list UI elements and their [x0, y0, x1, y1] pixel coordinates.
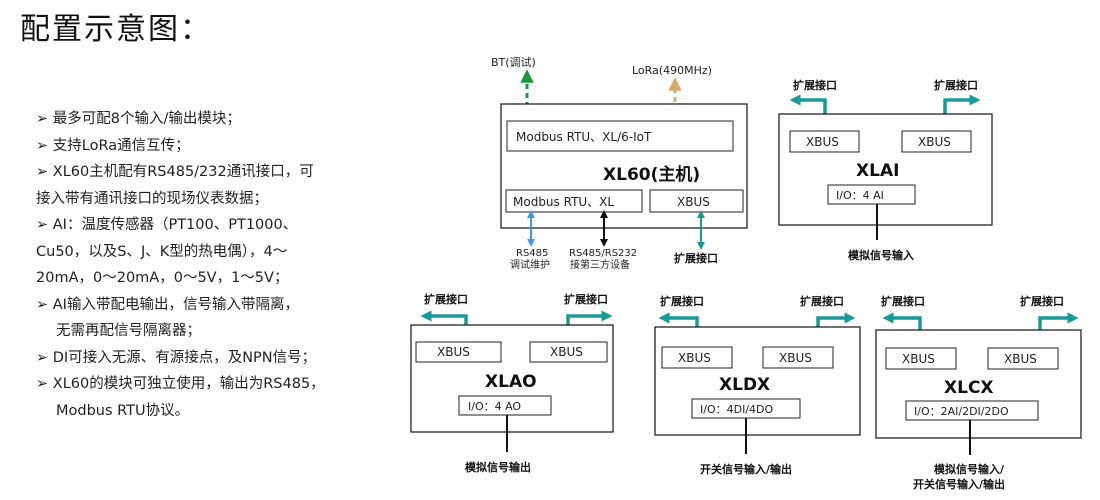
xbus-left-label: XBUS — [806, 135, 839, 149]
io-box — [905, 400, 1039, 421]
io-label: I/O：4 AI — [836, 189, 884, 202]
output-label: 模拟信号输入 — [848, 248, 914, 262]
ext-label: 扩展接口 — [674, 251, 718, 265]
xbus-left-label: XBUS — [902, 352, 935, 366]
feature-list: ➢ 最多可配8个输入/输出模块； ➢ 支持LoRa通信互传； ➢ XL60主机配… — [36, 106, 396, 424]
xbus-port-label: XBUS — [677, 195, 710, 209]
bottom-port-label: Modbus RTU、XL — [513, 195, 614, 209]
xbus-right-box — [762, 346, 834, 369]
feature-item: ➢ AI：温度传感器（PT100、PT1000、 — [36, 217, 298, 233]
feature-item: ➢ 支持LoRa通信互传； — [36, 137, 190, 154]
ext-left-label: 扩展接口 — [424, 292, 468, 306]
output-label-1: 模拟信号输入/ — [934, 462, 1005, 476]
xlcx-name: XLCX — [944, 378, 994, 398]
xbus-right-box — [987, 347, 1059, 370]
ext-right-label: 扩展接口 — [1020, 294, 1064, 308]
xbus-right-label: XBUS — [550, 345, 583, 359]
xlao-module: 扩展接口 扩展接口 XBUS XBUS XLAO I/O：4 AO 模拟信号输出 — [410, 292, 614, 474]
xl60-name: XL60(主机) — [603, 164, 700, 185]
rs485-sub-label: 调试维护 — [510, 258, 550, 271]
xldx-module: 扩展接口 扩展接口 XBUS XBUS XLDX I/O：4DI/4DO 开关信… — [654, 294, 861, 476]
io-label: I/O：2AI/2DI/2DO — [914, 405, 1009, 418]
output-label: 模拟信号输出 — [465, 460, 531, 474]
io-label: I/O：4DI/4DO — [700, 403, 773, 416]
top-port-box — [506, 120, 734, 152]
xbus-left-box — [415, 341, 502, 363]
feature-item: Cu50，以及S、J、K型的热电偶），4～ — [36, 243, 288, 260]
ext-left-label: 扩展接口 — [660, 294, 704, 308]
ext-right-label: 扩展接口 — [564, 292, 608, 306]
xbus-right-box — [901, 130, 972, 153]
xbus-left-box — [885, 347, 957, 370]
xldx-name: XLDX — [719, 375, 770, 395]
xbus-port-box — [649, 189, 744, 213]
xbus-right-label: XBUS — [779, 351, 812, 365]
xbus-left-label: XBUS — [437, 345, 470, 359]
xbus-right-label: XBUS — [918, 135, 951, 149]
feature-item: Modbus RTU协议。 — [56, 402, 190, 419]
rs232-sub-label: 接第三方设备 — [570, 258, 630, 271]
output-label-2: 开关信号输入/输出 — [913, 477, 1005, 491]
bottom-port-box — [505, 189, 643, 213]
io-label: I/O：4 AO — [468, 400, 521, 413]
xbus-left-box — [789, 130, 860, 153]
xlcx-module: 扩展接口 扩展接口 XBUS XBUS XLCX I/O：2AI/2DI/2DO… — [875, 294, 1082, 491]
xlao-name: XLAO — [485, 372, 537, 392]
rs232-label: RS485/RS232 — [569, 248, 637, 259]
xbus-right-box — [529, 341, 608, 363]
feature-item: ➢ AI输入带配电输出，信号输入带隔离， — [36, 296, 299, 313]
ext-right-label: 扩展接口 — [800, 294, 844, 308]
feature-item: ➢ XL60主机配有RS485/232通讯接口，可 — [36, 164, 314, 180]
feature-item: 20mA，0～20mA，0～5V，1～5V； — [36, 270, 289, 286]
io-box — [827, 184, 916, 205]
feature-item: 无需再配信号隔离器； — [56, 323, 201, 339]
xlai-name: XLAI — [856, 161, 899, 181]
feature-item: ➢ XL60的模块可独立使用，输出为RS485， — [36, 376, 325, 392]
output-label: 开关信号输入/输出 — [700, 462, 792, 476]
feature-item: 接入带有通讯接口的现场仪表数据； — [36, 190, 268, 207]
xbus-right-label: XBUS — [1004, 352, 1037, 366]
rs485-label: RS485 — [516, 248, 548, 259]
xlai-module: 扩展接口 扩展接口 XBUS XBUS XLAI I/O：4 AI 模拟信号输入 — [778, 78, 993, 262]
xbus-left-label: XBUS — [678, 351, 711, 365]
ext-right-label: 扩展接口 — [934, 78, 978, 92]
top-port-label: Modbus RTU、XL/6-IoT — [516, 130, 652, 144]
ext-left-label: 扩展接口 — [793, 78, 837, 92]
io-box — [458, 395, 552, 416]
lora-label: LoRa(490MHz) — [632, 64, 712, 77]
xbus-left-box — [661, 346, 733, 369]
ext-left-label: 扩展接口 — [881, 294, 925, 308]
xl60-main-unit: BT(调试) LoRa(490MHz) Modbus RTU、XL/6-IoT … — [491, 56, 748, 271]
feature-item: ➢ 最多可配8个输入/输出模块； — [36, 111, 241, 127]
feature-item: ➢ DI可接入无源、有源接点，及NPN信号； — [36, 349, 317, 366]
bt-label: BT(调试) — [491, 56, 536, 69]
page-title: 配置示意图： — [20, 12, 212, 47]
